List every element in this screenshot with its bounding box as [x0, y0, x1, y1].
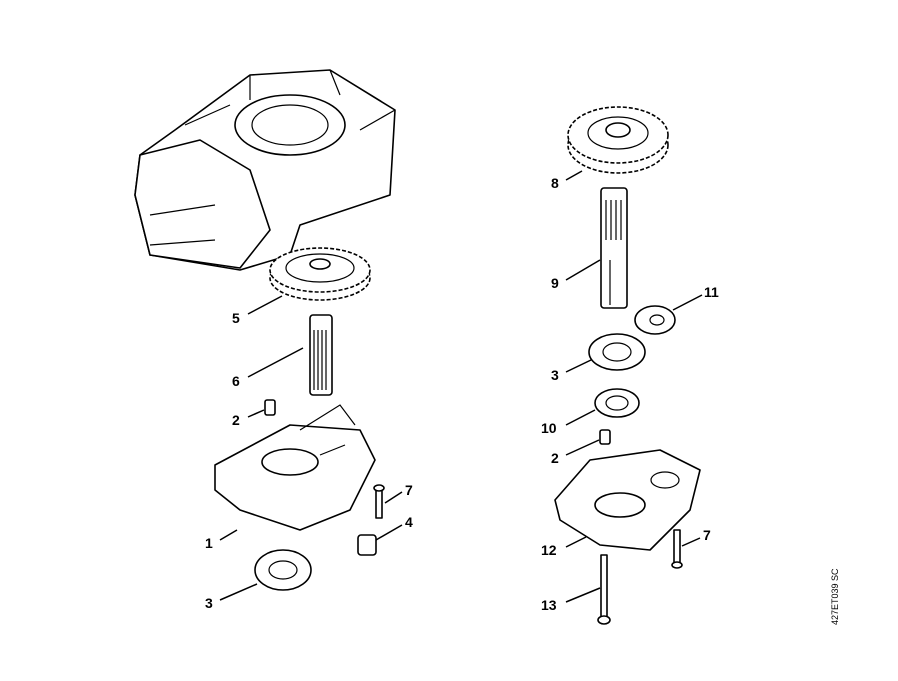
callout-1: 1 — [205, 535, 213, 551]
part-3-bearing-right — [588, 333, 646, 371]
callout-9: 9 — [551, 275, 559, 291]
part-5-gear — [269, 247, 371, 301]
part-12-cover — [554, 449, 701, 551]
part-8-gear — [567, 106, 669, 174]
callout-3: 3 — [205, 595, 213, 611]
callout-4: 4 — [405, 514, 413, 530]
callout-6: 6 — [232, 373, 240, 389]
part-2-pin — [264, 399, 276, 416]
callout-11: 11 — [704, 284, 719, 300]
part-2-pin-right — [599, 429, 611, 445]
part-7-screw-right — [671, 529, 683, 569]
part-7-screw — [373, 484, 385, 519]
part-6-shaft — [309, 314, 333, 396]
callout-7: 7 — [405, 482, 413, 498]
part-1-gearbox-cover — [214, 404, 376, 531]
gear-housing-unit — [134, 69, 396, 271]
callout-2: 2 — [232, 412, 240, 428]
part-11-bearing — [634, 305, 676, 335]
callout-3-right: 3 — [551, 367, 559, 383]
callout-5: 5 — [232, 310, 240, 326]
diagram-code: 427ET039 SC — [830, 568, 840, 625]
callout-8: 8 — [551, 175, 559, 191]
callout-2-right: 2 — [551, 450, 559, 466]
part-13-screw — [597, 554, 611, 625]
part-4-plug — [357, 534, 377, 556]
callout-12: 12 — [541, 542, 557, 558]
part-10-seal — [594, 388, 640, 418]
part-3-bearing — [254, 549, 312, 591]
callout-7-right: 7 — [703, 527, 711, 543]
callout-13: 13 — [541, 597, 557, 613]
callout-10: 10 — [541, 420, 557, 436]
leader-lines — [219, 170, 703, 603]
part-9-shaft — [600, 187, 628, 309]
